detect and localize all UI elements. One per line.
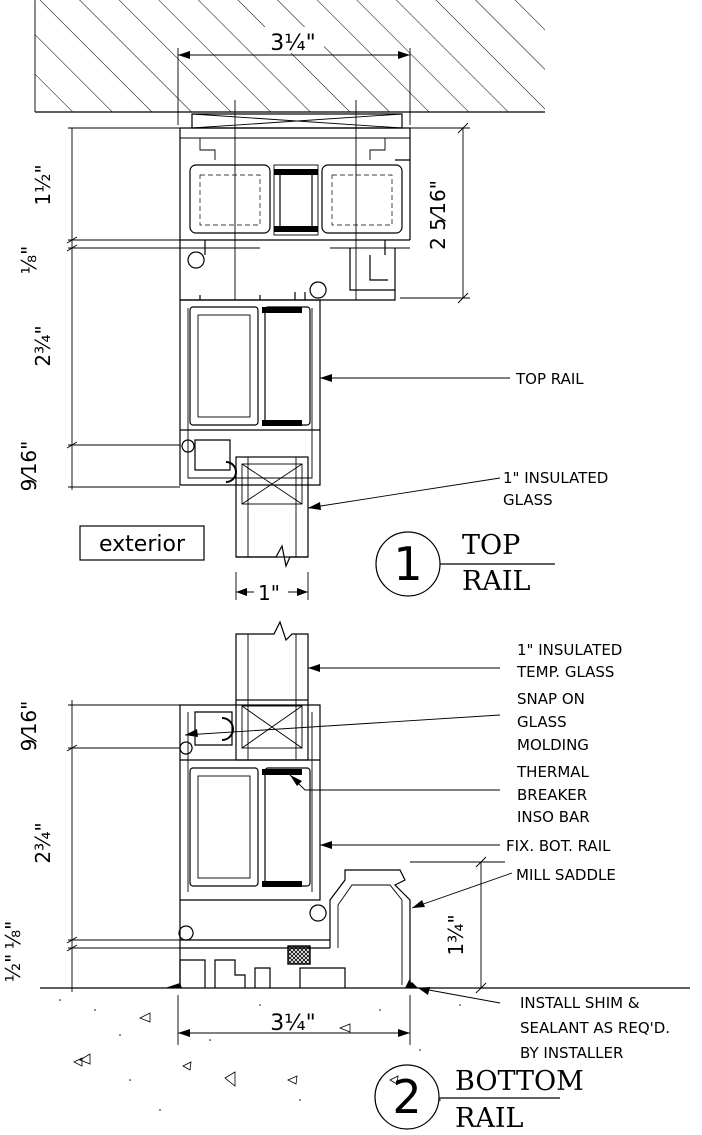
- bottom-label-1: TEMP. GLASS: [516, 663, 614, 681]
- top-width-dimension: 3¼": [177, 27, 411, 125]
- bottom-dim-saddle-height: 1¾": [444, 914, 468, 955]
- bottom-label-2: SNAP ON: [517, 690, 585, 708]
- bottom-label-11: SEALANT AS REQ'D.: [520, 1019, 670, 1037]
- bottom-leaders: [184, 664, 513, 1004]
- top-glass-thickness-dimension: 1": [235, 572, 309, 605]
- top-rail-label: TOP RAIL: [515, 370, 584, 388]
- top-glass-label-1: 1" INSULATED: [503, 469, 608, 487]
- bottom-dim-glass-stop: 9⁄16": [17, 701, 41, 752]
- detail-1-title-line1: TOP: [462, 530, 520, 561]
- top-left-dimensions: 1½" ⅛" 2¾" 9⁄16": [17, 127, 180, 492]
- top-right-dimension: 2 5⁄16": [400, 122, 470, 304]
- bottom-insulated-glass: [235, 620, 309, 761]
- top-dim-gap: ⅛": [17, 246, 41, 275]
- bottom-left-dimensions: 9⁄16" 2¾" ⅛" ½": [1, 700, 180, 992]
- bottom-width-dimension: 3¼": [177, 995, 411, 1045]
- top-glass-label-2: GLASS: [503, 491, 553, 509]
- bottom-label-8: FIX. BOT. RAIL: [506, 837, 611, 855]
- exterior-label-box: exterior: [79, 525, 205, 561]
- bottom-label-6: BREAKER: [517, 786, 587, 804]
- top-dim-header-height: 1½": [31, 164, 55, 205]
- bottom-label-9: MILL SADDLE: [516, 866, 616, 884]
- detail-2-title: 2 BOTTOM RAIL: [374, 1064, 584, 1134]
- top-head-frame: [179, 113, 411, 301]
- top-dim-glass-stop: 9⁄16": [17, 441, 41, 492]
- bottom-rail-sash: [179, 704, 321, 901]
- top-dim-glass-thickness: 1": [258, 581, 280, 605]
- ceiling-hatch: [34, 0, 545, 113]
- saddle-height-dimension: 1¾": [410, 856, 505, 994]
- top-rail-sash: [179, 292, 321, 486]
- detail-2-number: 2: [392, 1070, 421, 1124]
- detail-2-title-line2: RAIL: [455, 1103, 523, 1134]
- bottom-label-0: 1" INSULATED: [517, 641, 622, 659]
- top-dim-overall-width: 3¼": [270, 31, 315, 56]
- top-insulated-glass: [235, 456, 309, 568]
- top-dim-head-depth: 2 5⁄16": [426, 180, 450, 250]
- bottom-labels: 1" INSULATED TEMP. GLASS SNAP ON GLASS M…: [506, 641, 670, 1062]
- detail-1-title: 1 TOP RAIL: [375, 530, 555, 597]
- bottom-dim-overall-width: 3¼": [270, 1011, 315, 1036]
- top-dim-rail-height: 2¾": [31, 325, 55, 366]
- exterior-label: exterior: [99, 532, 186, 557]
- bottom-label-5: THERMAL: [516, 763, 590, 781]
- bottom-label-3: GLASS: [517, 713, 567, 731]
- bottom-label-10: INSTALL SHIM &: [520, 994, 640, 1012]
- detail-2-title-line1: BOTTOM: [455, 1066, 584, 1097]
- top-leaders: [307, 374, 510, 510]
- bottom-label-4: MOLDING: [517, 736, 589, 754]
- bottom-dim-base: ½": [1, 954, 25, 983]
- bottom-label-7: INSO BAR: [517, 808, 590, 826]
- bottom-label-12: BY INSTALLER: [520, 1044, 623, 1062]
- detail-1-number: 1: [393, 537, 422, 591]
- bottom-dim-rail-height: 2¾": [31, 822, 55, 863]
- bottom-sill-frame: [178, 869, 412, 988]
- detail-1-title-line2: RAIL: [462, 566, 530, 597]
- bottom-dim-gap: ⅛": [1, 921, 25, 950]
